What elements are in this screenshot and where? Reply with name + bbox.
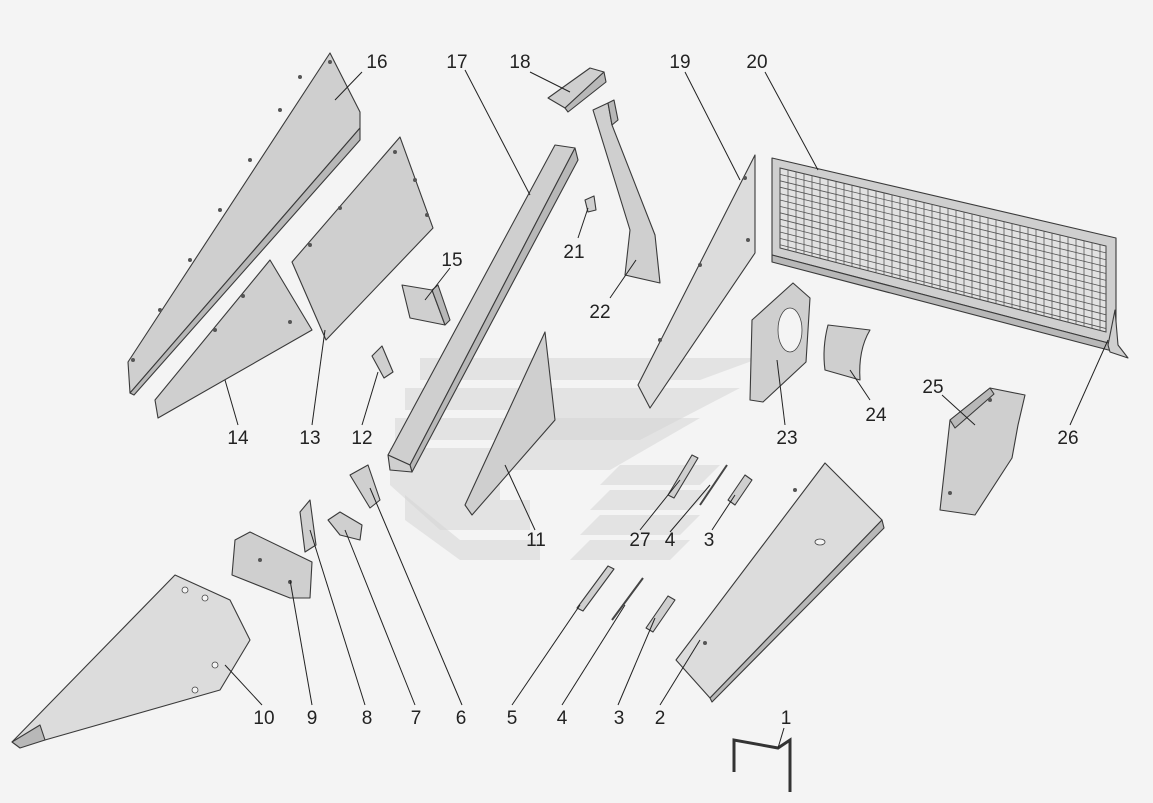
callout-19: 19 bbox=[669, 52, 690, 73]
leader-lines bbox=[224, 69, 1109, 749]
part-15-bracket bbox=[401, 284, 451, 326]
part-18-bracket bbox=[547, 67, 607, 113]
callout-26: 26 bbox=[1057, 428, 1078, 449]
part-4-rod-upper bbox=[699, 464, 728, 506]
part-3-hinge-upper bbox=[727, 474, 753, 506]
callout-23: 23 bbox=[776, 428, 797, 449]
callout-1: 1 bbox=[781, 708, 792, 729]
callout-11: 11 bbox=[526, 530, 546, 551]
callout-10: 10 bbox=[253, 708, 274, 729]
part-25-box-cover bbox=[939, 387, 1026, 516]
callout-15: 15 bbox=[441, 250, 462, 271]
callout-3-lower: 3 bbox=[614, 708, 625, 729]
part-3-hinge-lower bbox=[645, 595, 676, 633]
part-14-triangular-panel bbox=[154, 259, 313, 419]
part-13-side-panel bbox=[291, 136, 434, 341]
part-12-bracket bbox=[371, 345, 394, 379]
callout-9: 9 bbox=[307, 708, 318, 729]
callout-21: 21 bbox=[563, 242, 584, 263]
part-6-bracket bbox=[349, 464, 381, 509]
part-20-mesh-screen bbox=[771, 157, 1117, 353]
part-19-plate bbox=[637, 154, 756, 409]
part-24-curved-cover bbox=[823, 324, 871, 381]
callout-12: 12 bbox=[351, 428, 372, 449]
part-1-u-bracket bbox=[732, 737, 792, 792]
callout-4-upper: 4 bbox=[665, 530, 676, 551]
part-7-bracket bbox=[327, 511, 363, 541]
callout-27: 27 bbox=[629, 530, 650, 551]
callout-6: 6 bbox=[456, 708, 467, 729]
callout-5: 5 bbox=[507, 708, 518, 729]
part-10-cone-divider bbox=[11, 574, 251, 749]
callout-13: 13 bbox=[299, 428, 320, 449]
callout-22: 22 bbox=[589, 302, 610, 323]
part-17-channel-beam bbox=[387, 144, 579, 473]
screen-mesh bbox=[779, 169, 1107, 331]
part-23-round-bracket bbox=[749, 282, 811, 403]
callout-7: 7 bbox=[411, 708, 422, 729]
part-4-rod-lower bbox=[611, 577, 644, 621]
part-2-cover-plate bbox=[675, 462, 885, 703]
part-16-side-panel bbox=[127, 52, 361, 396]
callout-8: 8 bbox=[362, 708, 373, 729]
part-22-bent-panel bbox=[592, 99, 661, 284]
callout-16: 16 bbox=[366, 52, 387, 73]
callout-17: 17 bbox=[446, 52, 467, 73]
part-21-clip bbox=[584, 195, 597, 213]
callout-3-upper: 3 bbox=[704, 530, 715, 551]
callout-25: 25 bbox=[922, 377, 943, 398]
part-9-mounting-plate bbox=[231, 531, 313, 599]
part-8-bracket bbox=[299, 499, 317, 553]
callout-4-lower: 4 bbox=[557, 708, 568, 729]
part-27-hinge-strip bbox=[667, 454, 699, 499]
callout-24: 24 bbox=[865, 405, 887, 426]
callout-labels: 16 17 18 19 20 15 21 22 14 13 12 23 24 2… bbox=[227, 52, 1078, 729]
part-11-inclined-panel bbox=[464, 331, 556, 516]
part-26-rod bbox=[1107, 309, 1129, 359]
callout-14: 14 bbox=[227, 428, 249, 449]
callout-18: 18 bbox=[509, 52, 530, 73]
callout-2: 2 bbox=[655, 708, 666, 729]
callout-20: 20 bbox=[746, 52, 767, 73]
part-5-hinge-strip bbox=[576, 565, 615, 612]
